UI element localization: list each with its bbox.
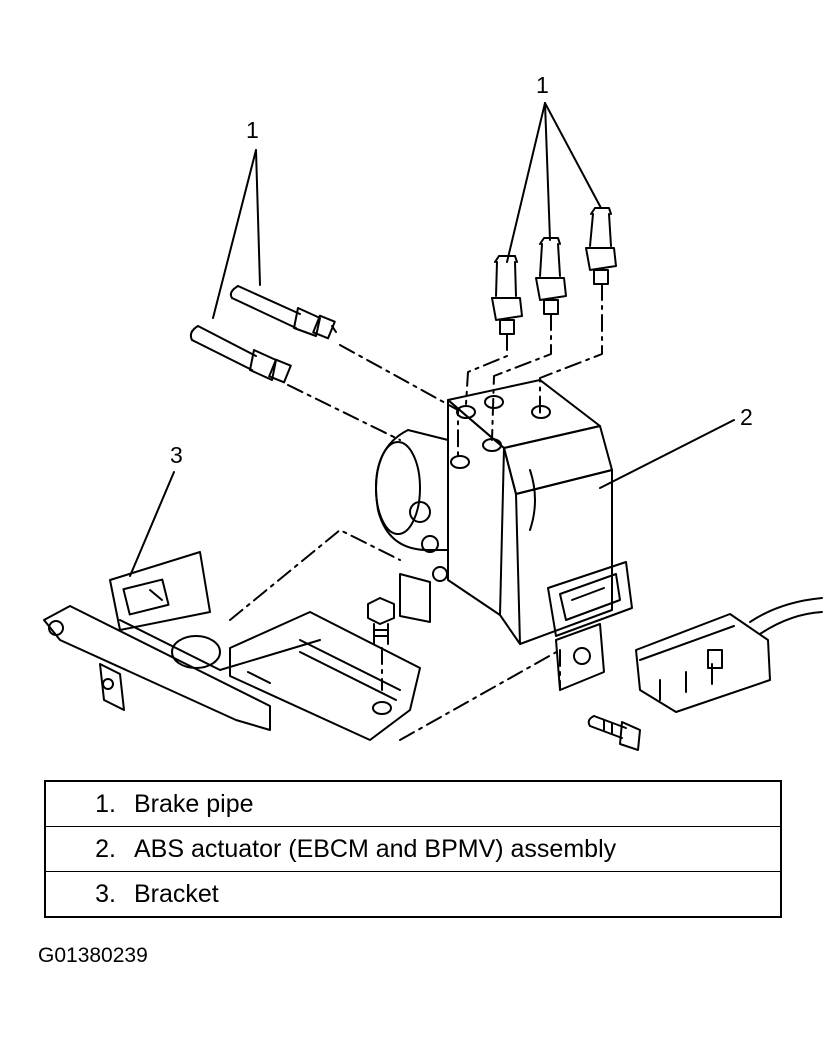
callout-top-pipes: 1 <box>536 72 549 98</box>
parts-legend-table: 1. Brake pipe 2. ABS actuator (EBCM and BP… <box>44 780 782 918</box>
legend-row: 1. Brake pipe <box>44 780 782 827</box>
leader-lines-top-pipes <box>506 102 602 263</box>
legend-label: ABS actuator (EBCM and BPMV) assembly <box>134 834 617 863</box>
brake-pipe-top-2 <box>535 237 567 315</box>
leader-lines-left-pipes <box>212 149 261 319</box>
brake-pipe-left-lower <box>189 325 292 384</box>
legend-number: 2. <box>95 834 116 863</box>
harness-connector <box>635 597 823 713</box>
leader-line-bracket <box>129 471 175 577</box>
abs-actuator-exploded-diagram: 1 1 2 3 <box>43 72 823 751</box>
legend-label: Brake pipe <box>134 789 254 818</box>
actuator-bolt <box>587 715 641 751</box>
brake-pipe-left-upper <box>229 285 337 340</box>
legend-number: 1. <box>95 789 116 818</box>
bracket-bolt <box>367 597 395 645</box>
legend-row: 3. Bracket <box>44 871 782 918</box>
legend-row: 2. ABS actuator (EBCM and BPMV) assembly <box>44 826 782 872</box>
callout-actuator: 2 <box>740 404 753 430</box>
assembly-dashed-lines <box>229 283 603 741</box>
mounting-bracket <box>43 551 421 741</box>
legend-number: 3. <box>95 879 116 908</box>
abs-actuator-assembly <box>375 379 633 691</box>
callout-bracket: 3 <box>170 442 183 468</box>
brake-pipe-top-3 <box>585 207 617 285</box>
legend-label: Bracket <box>134 879 219 908</box>
brake-pipe-top-1 <box>491 255 523 335</box>
callout-left-pipes: 1 <box>246 117 259 143</box>
leader-line-actuator <box>599 419 735 489</box>
figure-id: G01380239 <box>38 944 148 967</box>
